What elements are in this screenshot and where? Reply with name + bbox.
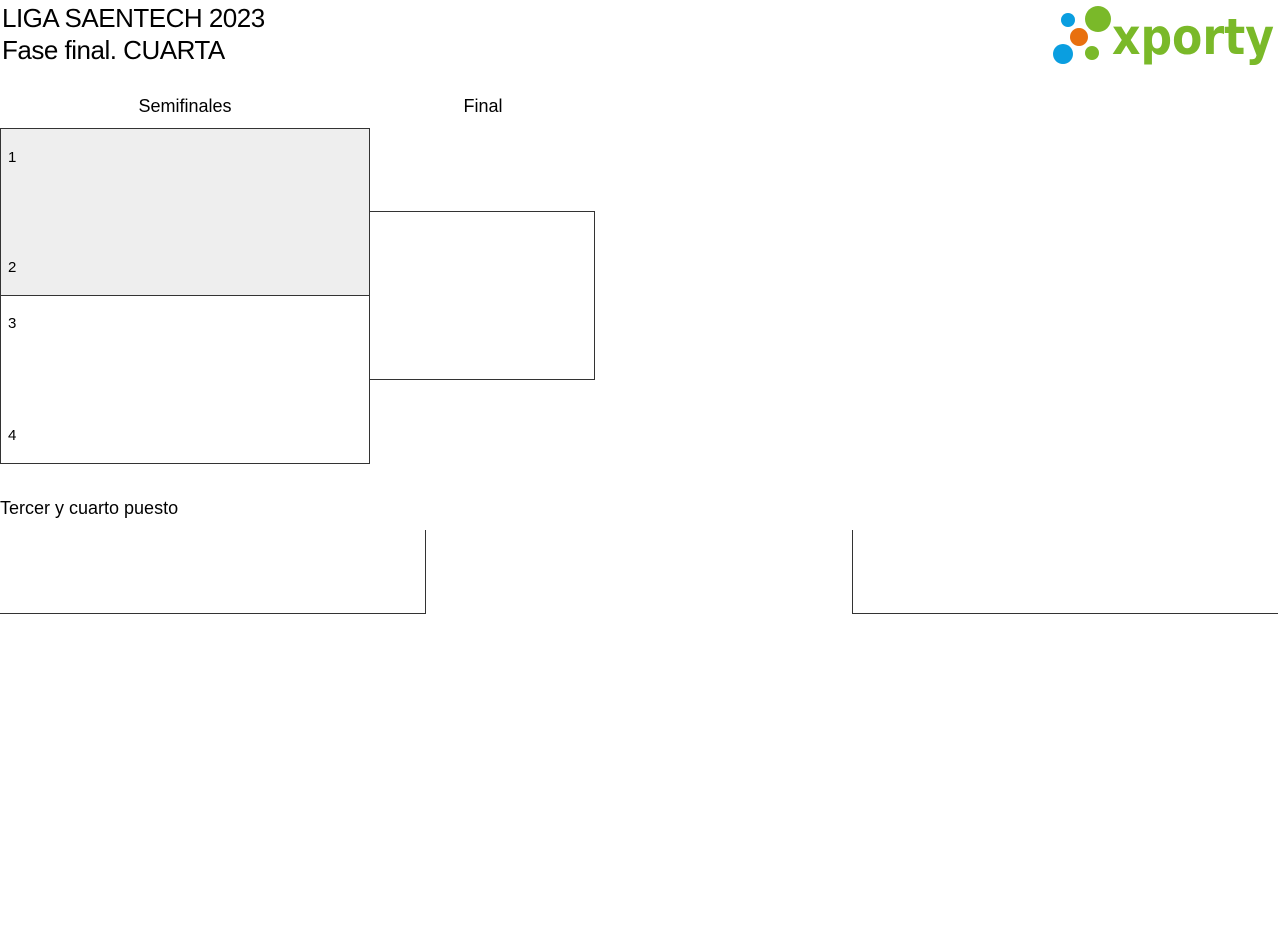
third-place-line-left	[0, 613, 426, 614]
seed-1: 1	[8, 149, 17, 166]
page-title: LIGA SAENTECH 2023	[2, 3, 265, 33]
seed-4: 4	[8, 427, 17, 444]
seed-3: 3	[8, 315, 17, 332]
page-subtitle: Fase final. CUARTA	[2, 35, 225, 65]
semifinal-match-2[interactable]: 3 4	[0, 295, 370, 464]
third-place-divider-left	[425, 530, 426, 614]
svg-text:xporty: xporty	[1112, 8, 1274, 66]
round-header-semifinales: Semifinales	[138, 96, 232, 116]
semifinal-match-1[interactable]: 1 2	[0, 128, 370, 296]
third-place-line-right	[852, 613, 1278, 614]
round-header-final: Final	[463, 96, 503, 116]
third-place-heading: Tercer y cuarto puesto	[0, 498, 179, 518]
xporty-logo: xporty	[1053, 6, 1274, 66]
seed-2: 2	[8, 259, 17, 276]
final-match[interactable]	[369, 211, 595, 380]
third-place-divider-right	[852, 530, 853, 614]
